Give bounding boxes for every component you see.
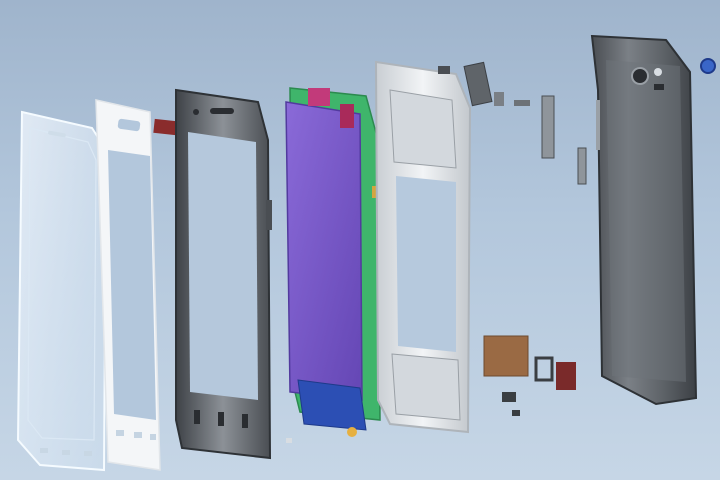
front-glass-panel [16,110,108,472]
side-button-cutout [596,100,600,150]
display-mask-frame [95,99,177,471]
lower-bracket [391,353,461,421]
screw-top [438,66,450,74]
mask-key-cutouts [116,430,156,440]
back-cover [590,34,716,406]
small-components [438,61,587,416]
display-bezel-frame [175,88,292,460]
red-sensor-tab [153,118,177,136]
battery-pack [285,101,363,401]
camera-bracket [463,61,493,107]
power-key [577,147,587,185]
bezel-key-slots [194,410,248,428]
blue-ring-part [700,58,716,74]
red-gasket [556,362,576,390]
bottom-screw [512,410,520,416]
volume-key [541,95,555,159]
earpiece-slot [48,130,66,138]
connector-block [502,392,516,402]
camera-lens [631,67,649,85]
flex-strip [514,100,530,106]
mid-frame-chassis [374,60,472,434]
pink-connector [308,88,330,106]
capacitive-key-marks [40,448,92,456]
mask-earpiece-cutout [117,118,141,132]
led-flash [654,68,662,76]
flex-connector [340,104,354,128]
upper-bracket [389,89,457,169]
lower-pcb-board [297,379,367,431]
bezel-sensor-hole [193,109,199,115]
small-screw [286,438,292,443]
gold-contact [347,427,357,437]
battery-pcb-assembly [285,87,381,437]
bezel-side-tab [266,200,272,230]
mic-hole [654,84,664,90]
bezel-earpiece [210,108,234,114]
clip [494,92,504,106]
copper-shield [483,335,529,377]
sim-holder [534,356,554,382]
